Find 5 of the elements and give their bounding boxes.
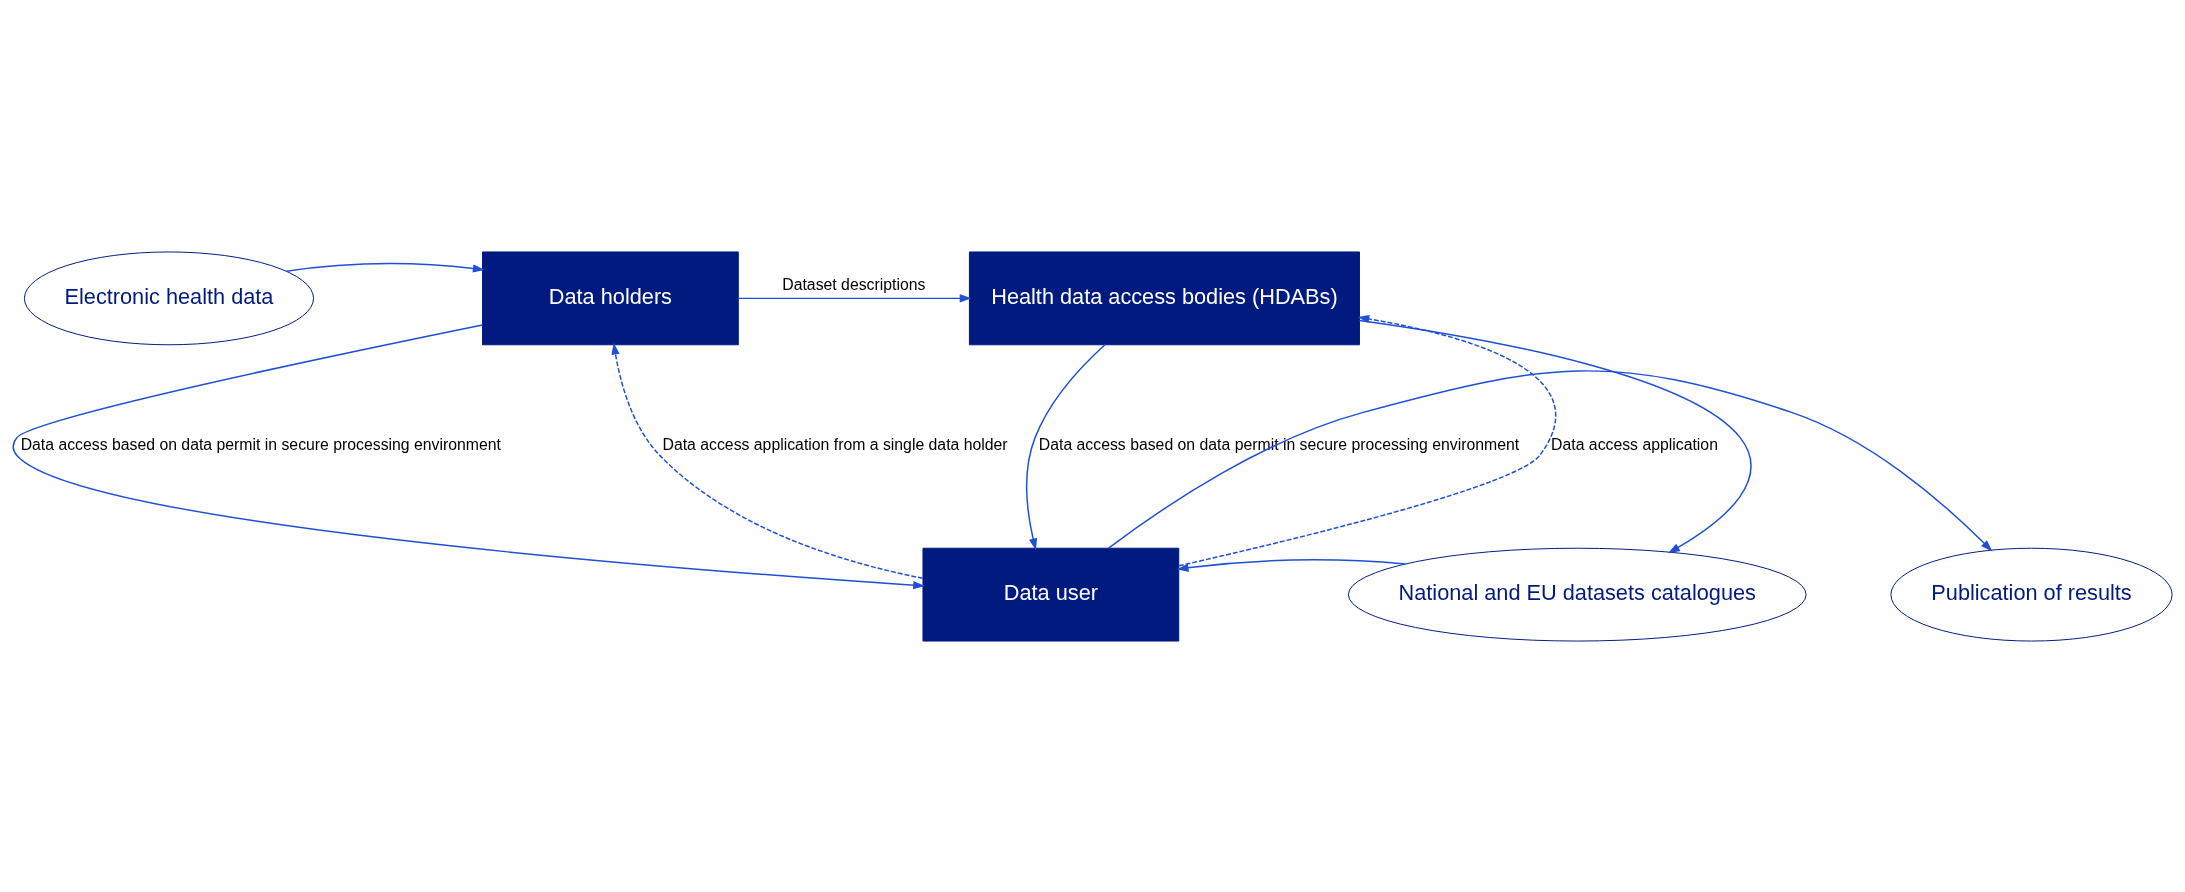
edge-label: Data access based on data permit in secure processing environment bbox=[20, 435, 501, 453]
edge-label: Data access application from a single data holder bbox=[662, 435, 1008, 453]
edge-label: Data access based on data permit in secure processing environment bbox=[1038, 435, 1520, 453]
edge-label: Data access application bbox=[1551, 435, 1718, 453]
edge-label: Dataset descriptions bbox=[782, 275, 926, 293]
